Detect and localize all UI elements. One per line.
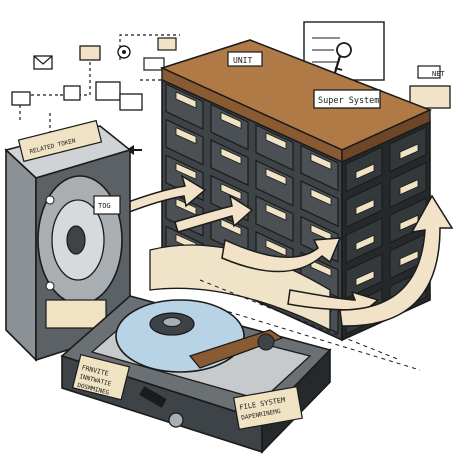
unit-label: UNIT — [233, 56, 252, 65]
drawer-label-holder — [175, 162, 197, 180]
cabinet-drawer — [210, 139, 249, 187]
folder-icon — [11, 45, 143, 111]
drawer-label-holder — [355, 270, 375, 287]
cabinet-drawer — [255, 195, 294, 243]
super-system-tag — [313, 89, 381, 109]
arrow-2 — [174, 194, 254, 233]
arrow-up — [339, 194, 454, 327]
drawer-label-holder — [265, 203, 287, 221]
drive-badge-label: TOG — [98, 202, 111, 210]
net-label: NET — [432, 70, 445, 78]
cabinet-drawer — [300, 144, 339, 192]
drawer-label-holder — [175, 126, 197, 145]
arrow-1 — [118, 174, 207, 215]
flow-ribbon — [149, 244, 421, 371]
hard-drive-standing — [4, 119, 132, 362]
right-tags — [303, 21, 451, 109]
top-tag-flags — [143, 37, 177, 71]
drawer-label-holder — [399, 250, 419, 267]
unit-tag — [227, 51, 263, 67]
drawer-label-holder — [310, 259, 332, 277]
drawer-label-holder — [265, 239, 287, 257]
gear-icon — [117, 45, 131, 59]
drawer-label-holder — [355, 163, 375, 180]
arrow-3 — [221, 237, 342, 273]
platter — [115, 299, 245, 373]
cabinet-drawer — [165, 83, 204, 131]
drawer-label-holder — [399, 143, 419, 160]
drawer-label-holder — [310, 152, 332, 171]
cabinet-drawer — [255, 159, 294, 207]
drawer-label-holder — [265, 132, 287, 150]
key-icon — [332, 42, 352, 77]
cabinet-drawer — [165, 118, 204, 166]
super-system-label: Super System — [318, 96, 379, 106]
cabinet-drawer — [255, 124, 294, 172]
drawer-label-holder — [310, 188, 332, 206]
cabinet-drawer — [210, 103, 249, 151]
drawer-label-holder — [265, 167, 287, 186]
drawer-label-holder — [175, 91, 197, 109]
drawer-label-holder — [220, 147, 242, 165]
drawer-label-holder — [355, 198, 375, 216]
open-drive-tray — [60, 295, 332, 454]
envelope-icon — [33, 55, 53, 70]
drawer-label-holder — [355, 234, 375, 251]
drawer-label-holder — [220, 183, 242, 201]
drawer-label-holder — [399, 178, 419, 196]
drawer-label-holder — [220, 111, 242, 130]
cabinet-drawer — [300, 180, 339, 228]
